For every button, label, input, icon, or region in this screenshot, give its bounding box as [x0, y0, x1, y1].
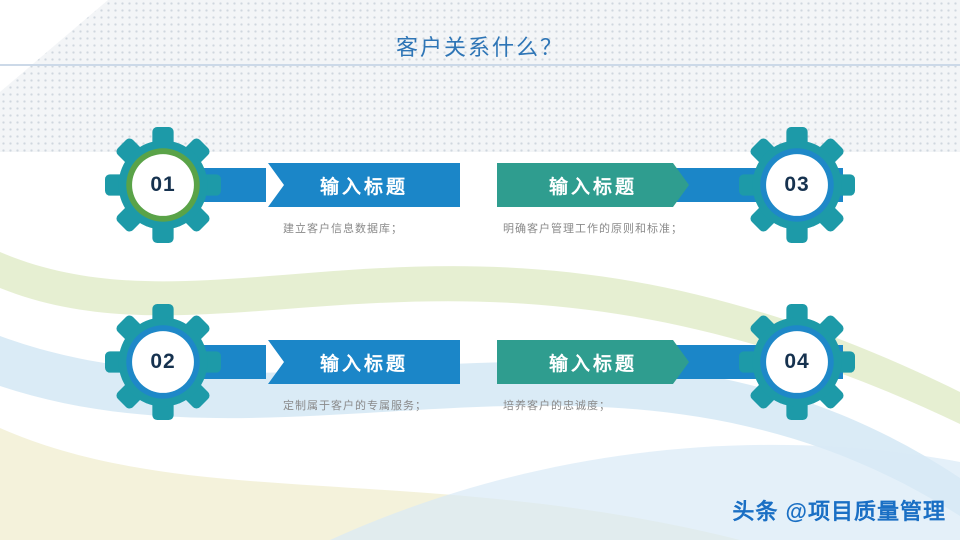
process-item-02: 输入标题 02 定制属于客户的专属服务；: [105, 304, 470, 420]
step-caption: 明确客户管理工作的原则和标准；: [503, 223, 683, 235]
title-banner: 输入标题: [497, 163, 689, 207]
gear-badge-02: 02: [105, 304, 221, 420]
title-banner: 输入标题: [497, 340, 689, 384]
header-dotted-texture: [0, 0, 960, 152]
process-item-01: 输入标题 01 建立客户信息数据库；: [105, 127, 470, 243]
step-number: 04: [784, 350, 810, 373]
gear-badge-04: 04: [739, 304, 855, 420]
step-caption: 定制属于客户的专属服务；: [283, 400, 427, 412]
gear-badge-03: 03: [739, 127, 855, 243]
gear-icon: [739, 127, 855, 243]
corner-decoration: [0, 0, 108, 92]
step-number: 02: [150, 350, 176, 373]
page-title: 客户关系什么？: [395, 35, 564, 60]
title-banner: 输入标题: [268, 163, 460, 207]
gear-icon: [739, 304, 855, 420]
step-caption: 培养客户的忠诚度；: [503, 400, 611, 412]
step-number: 01: [150, 173, 176, 196]
process-item-04: 输入标题 04 培养客户的忠诚度；: [495, 304, 855, 420]
gear-icon: [105, 304, 221, 420]
process-item-03: 输入标题 03 明确客户管理工作的原则和标准；: [495, 127, 855, 243]
watermark: 头条 @项目质量管理: [732, 499, 946, 524]
step-number: 03: [784, 173, 810, 196]
title-banner: 输入标题: [268, 340, 460, 384]
title-divider: [0, 64, 960, 66]
step-caption: 建立客户信息数据库；: [283, 223, 403, 235]
gear-badge-01: 01: [105, 127, 221, 243]
gear-icon: [105, 127, 221, 243]
